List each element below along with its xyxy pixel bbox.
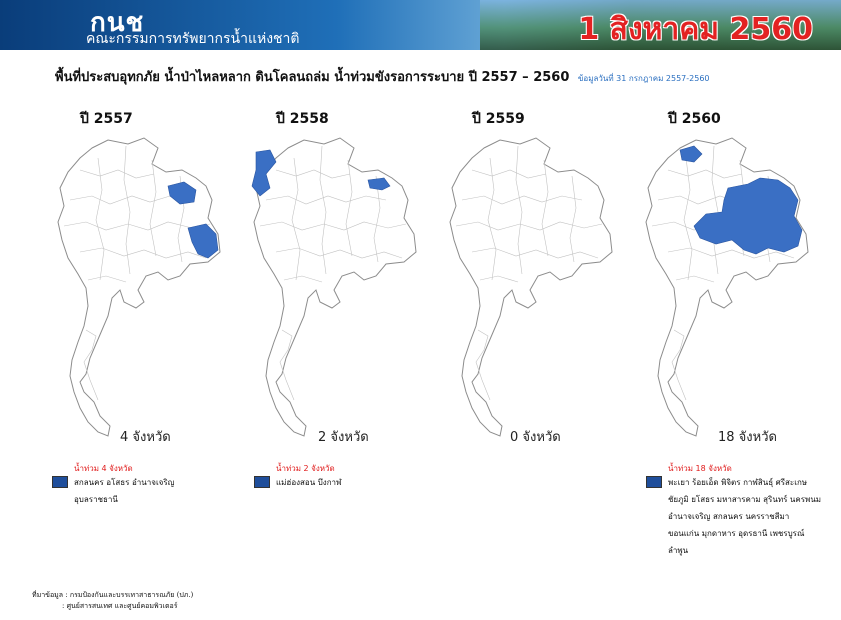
legend-provinces: แม่ฮ่องสอน บึงกาฬ (276, 474, 342, 491)
legend-provinces: พะเยา ร้อยเอ็ด พิจิตร กาฬสินธุ์ ศรีสะเกษ… (668, 474, 821, 559)
agency-logo: กนช (90, 8, 145, 38)
footer-line: ที่มาข้อมูล : กรมป้องกันและบรรเทาสาธารณภ… (32, 591, 194, 599)
header-date: 1 สิงหาคม 2560 (578, 12, 813, 47)
footer-line: : ศูนย์สารสนเทศ และศูนย์คอมพิวเตอร์ (62, 602, 178, 610)
legend-title: น้ำท่วม 2 จังหวัด (276, 464, 335, 473)
panel-year: ปี 2558 (276, 111, 329, 127)
page-title: พื้นที่ประสบอุทกภัย น้ำป่าไหลหลาก ดินโคล… (55, 66, 835, 87)
thailand-map (251, 137, 417, 437)
legend-line: ลำพูน (668, 546, 689, 555)
flood-area-northeast (693, 177, 803, 255)
legend-title: น้ำท่วม 4 จังหวัด (74, 464, 133, 473)
legend-swatch (646, 476, 662, 488)
flood-area-ubon-ratchathani (187, 223, 219, 259)
legend-swatch (52, 476, 68, 488)
legend-line: ขอนแก่น มุกดาหาร อุดรธานี เพชรบูรณ์ (668, 529, 805, 538)
panel-year: ปี 2560 (668, 111, 721, 127)
agency-name: คณะกรรมการทรัพยากรน้ำแห่งชาติ (86, 31, 300, 47)
legend-line: สกลนคร อโสธร อำนาจเจริญ (74, 478, 175, 487)
flood-area-sakon-nakhon (167, 181, 197, 205)
header-banner: กนช คณะกรรมการทรัพยากรน้ำแห่งชาติ 1 สิงห… (0, 0, 841, 50)
province-count: 4 จังหวัด (120, 430, 171, 445)
province-count: 0 จังหวัด (510, 430, 561, 445)
province-count: 18 จังหวัด (718, 430, 777, 445)
thailand-map (57, 137, 221, 437)
legend-provinces: สกลนคร อโสธร อำนาจเจริญ อุบลราชธานี (74, 474, 174, 508)
legend-swatch (254, 476, 270, 488)
source-date-note: ข้อมูลวันที่ 31 กรกฎาคม 2557-2560 (577, 74, 710, 83)
legend-line: อุบลราชธานี (74, 495, 118, 504)
legend-title: น้ำท่วม 18 จังหวัด (668, 464, 732, 473)
header-landscape-image (480, 0, 841, 50)
map-panel-2559: ปี 2559 0 จังหวัด (432, 100, 632, 445)
province-count: 2 จังหวัด (318, 430, 369, 445)
thailand-map (645, 137, 809, 437)
panel-year: ปี 2557 (80, 111, 133, 127)
legend-line: พะเยา ร้อยเอ็ด พิจิตร กาฬสินธุ์ ศรีสะเกษ (668, 478, 808, 487)
page-title-text: พื้นที่ประสบอุทกภัย น้ำป่าไหลหลาก ดินโคล… (55, 70, 570, 85)
legend-line: แม่ฮ่องสอน บึงกาฬ (276, 478, 342, 487)
flood-area-mae-hong-son (251, 149, 277, 197)
legend-line: อำนาจเจริญ สกลนคร นครราชสีมา (668, 512, 790, 521)
flood-area-phayao (679, 145, 703, 163)
map-panel-2558: ปี 2558 2 จังหวัด (236, 100, 436, 445)
panel-year: ปี 2559 (472, 111, 525, 127)
flood-area-bueng-kan (367, 177, 391, 191)
map-panel-2560: ปี 2560 18 จังหวัด (628, 100, 828, 445)
data-source-footer: ที่มาข้อมูล : กรมป้องกันและบรรเทาสาธารณภ… (32, 590, 193, 612)
map-panel-2557: ปี 2557 4 จังหวัด (40, 100, 240, 445)
legend-line: ชัยภูมิ ยโสธร มหาสารคาม สุรินทร์ นครพนม (668, 495, 822, 504)
thailand-map (449, 137, 613, 437)
